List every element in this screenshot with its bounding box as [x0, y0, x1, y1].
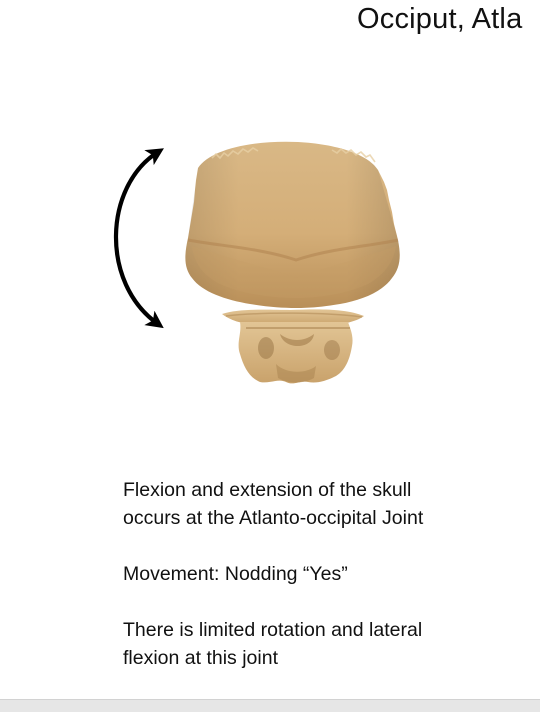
atlas-vertebra-illustration [222, 309, 364, 384]
slide-title: Occiput, Atla [357, 3, 523, 35]
paragraph-limited-rotation: There is limited rotation and lateral fl… [123, 616, 523, 672]
slide-body: Flexion and extension of the skull occur… [123, 476, 523, 672]
paragraph-line: occurs at the Atlanto-occipital Joint [123, 507, 424, 529]
viewer-bottom-bar [0, 699, 540, 712]
paragraph-flexion-extension: Flexion and extension of the skull occur… [123, 476, 523, 532]
skull-illustration [185, 141, 400, 308]
paragraph-movement: Movement: Nodding “Yes” [123, 560, 523, 588]
paragraph-line: Movement: Nodding “Yes” [123, 563, 348, 585]
curved-double-arrow-icon [113, 148, 164, 329]
joint-figure [100, 128, 410, 398]
paragraph-line: Flexion and extension of the skull [123, 479, 412, 501]
paragraph-line: flexion at this joint [123, 647, 279, 669]
paragraph-line: There is limited rotation and lateral [123, 619, 423, 641]
